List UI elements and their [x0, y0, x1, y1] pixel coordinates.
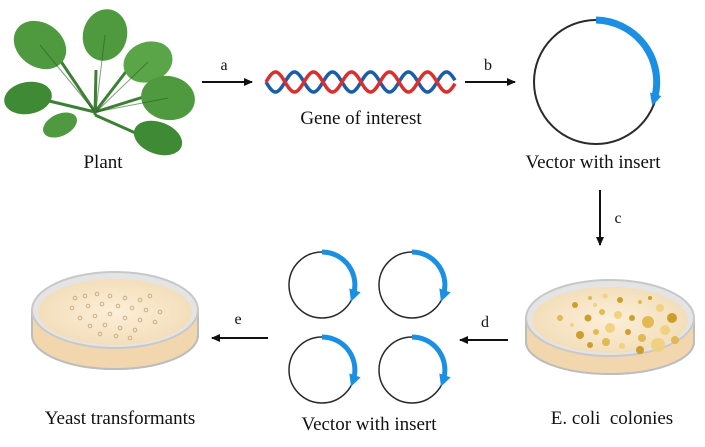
- colony: [77, 315, 83, 321]
- dna-helix-icon: [264, 70, 457, 94]
- colony: [157, 309, 163, 315]
- colony: [69, 305, 75, 311]
- plasmid-small-icon-4: [378, 334, 451, 404]
- plant-illustration: [4, 9, 195, 156]
- colony: [97, 331, 103, 337]
- bacterial-colonies: [557, 293, 679, 354]
- step-label-b: b: [484, 57, 492, 74]
- colony: [648, 296, 652, 300]
- colony: [638, 300, 642, 304]
- colony: [572, 302, 578, 308]
- colony: [667, 313, 677, 323]
- colony: [72, 295, 78, 301]
- colony: [137, 317, 143, 323]
- colony: [584, 314, 592, 322]
- colony: [636, 346, 644, 354]
- ecoli-petri-dish: [525, 279, 695, 375]
- colony: [152, 319, 158, 325]
- plasmid-copies: [288, 249, 451, 404]
- colony: [605, 323, 615, 333]
- colony: [602, 338, 610, 346]
- colony: [599, 309, 605, 315]
- colony: [107, 293, 113, 299]
- colony: [593, 303, 597, 307]
- plant-label: Plant: [83, 152, 123, 173]
- colony: [614, 311, 622, 319]
- colony: [122, 315, 128, 321]
- vectors-multi-label: Vector with insert: [301, 414, 437, 435]
- colony: [651, 338, 665, 352]
- dna-strand: [264, 70, 457, 94]
- colony: [102, 322, 108, 328]
- yeast-petri-dish: [31, 271, 199, 370]
- colony: [143, 307, 149, 313]
- colony: [617, 297, 623, 303]
- colony: [671, 336, 679, 344]
- plasmid-small-icon-2: [378, 249, 451, 319]
- plasmid-small-icon-3: [288, 334, 361, 404]
- gene-label: Gene of interest: [300, 108, 422, 129]
- colony: [137, 297, 143, 303]
- plasmid-small-icon-1: [288, 249, 361, 319]
- yeast-label: Yeast transformants: [45, 408, 196, 429]
- colony: [107, 311, 113, 317]
- colony: [660, 325, 670, 335]
- step-label-e: e: [234, 311, 241, 328]
- colony: [115, 303, 121, 309]
- colony: [82, 293, 88, 299]
- colony: [85, 303, 91, 309]
- colony: [602, 293, 608, 299]
- colony: [656, 304, 664, 312]
- colony: [593, 329, 599, 335]
- colony: [113, 333, 119, 339]
- colony: [117, 325, 123, 331]
- plasmid-vector-icon: [533, 16, 662, 145]
- step-label-c: c: [614, 210, 621, 227]
- colony: [94, 291, 100, 297]
- colony: [557, 315, 563, 321]
- step-label-a: a: [220, 57, 227, 74]
- colony: [619, 343, 625, 349]
- step-label-d: d: [481, 314, 489, 331]
- colony: [629, 315, 635, 321]
- colony: [132, 327, 138, 333]
- colony: [587, 342, 593, 348]
- colony: [638, 334, 646, 342]
- colony: [576, 331, 584, 339]
- colony: [92, 313, 98, 319]
- vector-label: Vector with insert: [525, 152, 661, 173]
- colony: [87, 323, 93, 329]
- colony: [122, 295, 128, 301]
- colony: [129, 305, 135, 311]
- colony: [99, 301, 105, 307]
- yeast-colonies: [69, 291, 163, 341]
- colony: [625, 329, 631, 335]
- ecoli-label: E. coli colonies: [551, 408, 673, 429]
- colony: [570, 323, 574, 327]
- colony: [147, 293, 153, 299]
- colony: [127, 335, 133, 341]
- colony: [642, 316, 654, 328]
- colony: [588, 296, 592, 300]
